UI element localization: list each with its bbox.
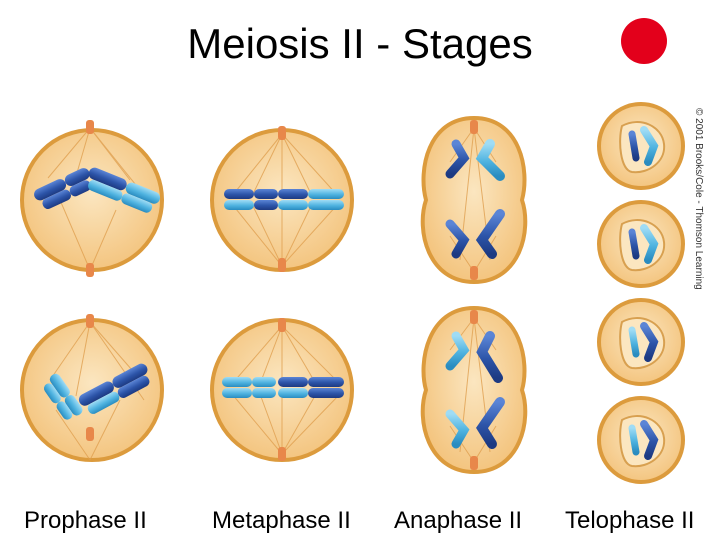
centrosome <box>470 456 478 470</box>
prophase-cell-top <box>22 120 162 277</box>
label-telophase-ii: Telophase II <box>565 506 694 536</box>
chromosome <box>632 330 636 354</box>
centrosome <box>86 263 94 277</box>
meiosis-ii-figure <box>20 100 702 500</box>
telophase-cell-2 <box>599 202 683 286</box>
label-metaphase-ii: Metaphase II <box>212 506 351 536</box>
slide-title: Meiosis II - Stages <box>160 16 560 72</box>
label-anaphase-ii: Anaphase II <box>394 506 522 536</box>
chromosome <box>632 428 636 452</box>
anaphase-cell-bottom <box>423 308 526 472</box>
red-dot-marker <box>621 18 667 64</box>
centrosome <box>86 120 94 134</box>
telophase-cell-3 <box>599 300 683 384</box>
telophase-cell-1 <box>599 104 683 188</box>
copyright-notice: © 2001 Brooks/Cole - Thomson Learning <box>688 108 710 304</box>
centrosome <box>278 447 286 461</box>
centrosome <box>470 266 478 280</box>
centrosome <box>278 318 286 332</box>
metaphase-cell-top <box>212 126 352 272</box>
centrosome <box>86 427 94 441</box>
chromosome <box>632 134 636 158</box>
centrosome <box>278 258 286 272</box>
anaphase-cell-top <box>423 118 526 282</box>
centrosome <box>86 314 94 328</box>
centrosome <box>470 120 478 134</box>
metaphase-cell-bottom <box>212 318 352 461</box>
centrosome <box>470 310 478 324</box>
label-prophase-ii: Prophase II <box>24 506 147 536</box>
copyright-text: © 2001 Brooks/Cole - Thomson Learning <box>693 108 704 290</box>
centrosome <box>278 126 286 140</box>
prophase-cell-bottom <box>22 314 162 460</box>
telophase-cell-4 <box>599 398 683 482</box>
chromosome <box>632 232 636 256</box>
